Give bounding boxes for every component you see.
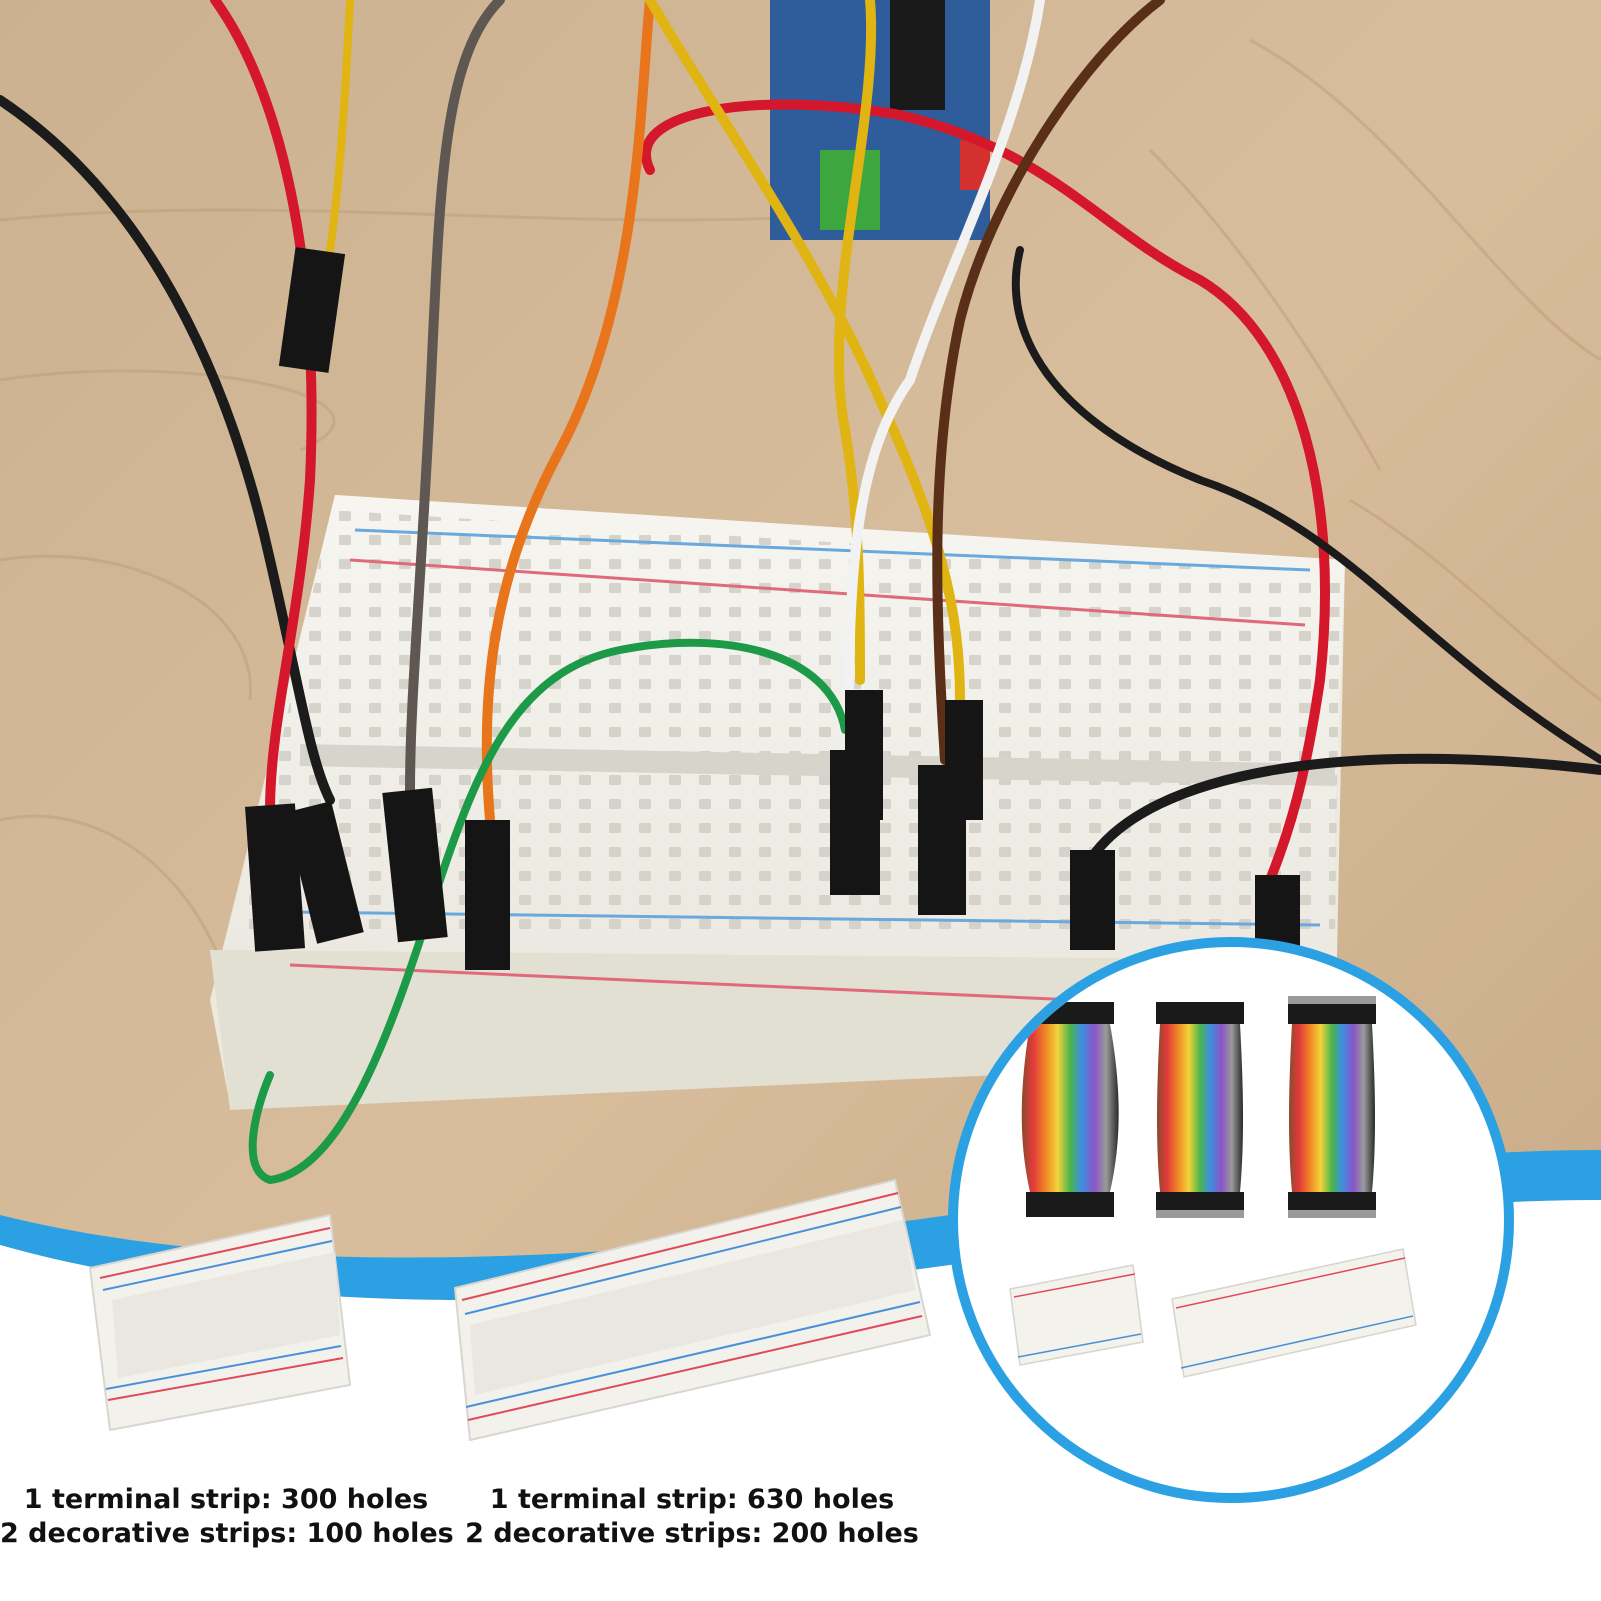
kit-contents-inset [948, 937, 1514, 1503]
red-wire-left [210, 0, 317, 815]
yellow-wire-mid [833, 0, 877, 685]
wire-bundle-female-female [1021, 1002, 1119, 1217]
jumper-wires [0, 0, 1601, 1185]
caption-line: 2 decorative strips: 100 holes [0, 1518, 454, 1549]
breadboard-830-small [1171, 1248, 1417, 1378]
caption-breadboard-400: 1 terminal strip: 300 holes 2 decorative… [0, 1483, 454, 1551]
background-module [770, 0, 990, 240]
black-wire-right [1085, 753, 1601, 865]
caption-line: 1 terminal strip: 630 holes [489, 1484, 895, 1515]
yellow-wire-back [326, 0, 354, 254]
wire-bundle-male-male [1288, 996, 1376, 1218]
wood-grain [0, 38, 1601, 961]
orange-wire [481, 0, 655, 825]
black-wire-left [0, 95, 335, 805]
black-wire-back [1011, 246, 1601, 764]
breadboard-400-small [1009, 1264, 1144, 1366]
caption-line: 2 decorative strips: 200 holes [465, 1518, 919, 1549]
white-wire [844, 0, 1045, 765]
wire-bundle-male-female [1156, 1002, 1244, 1218]
kit-contents-image [1009, 996, 1417, 1378]
brown-wire [932, 0, 1165, 765]
caption-line: 1 terminal strip: 300 holes [23, 1484, 429, 1515]
red-wire-far [640, 99, 1330, 885]
yellow-wire-long [645, 0, 965, 705]
caption-breadboard-830: 1 terminal strip: 630 holes 2 decorative… [452, 1483, 932, 1551]
dupont-connectors [245, 247, 1300, 970]
grey-wire [405, 0, 505, 795]
